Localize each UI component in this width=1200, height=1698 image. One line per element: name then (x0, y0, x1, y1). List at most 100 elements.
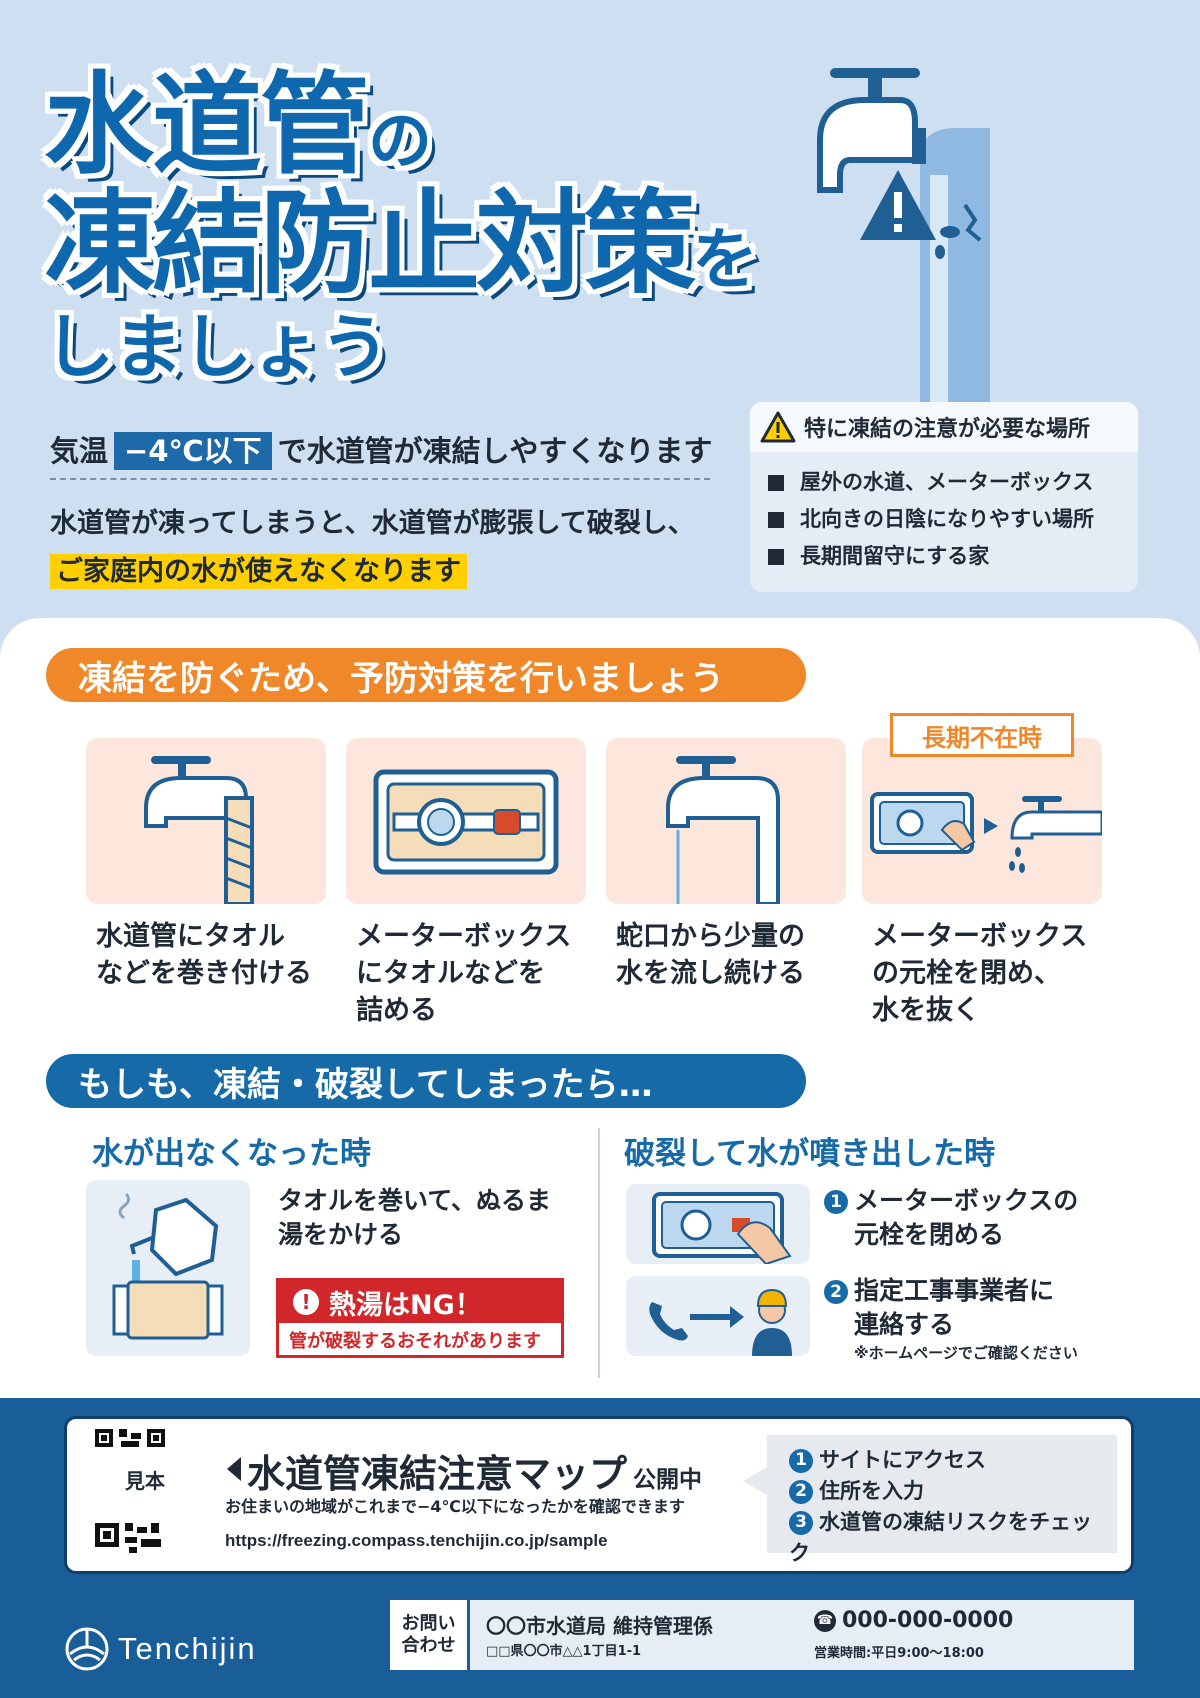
list-item: 屋外の水道、メーターボックス (768, 464, 1120, 501)
map-url-link[interactable]: https://freezing.compass.tenchijin.co.jp… (225, 1531, 608, 1550)
homepage-note: ※ホームページでご確認ください (854, 1344, 1078, 1362)
burst-title: 破裂して水が噴き出した時 (624, 1136, 996, 1172)
phone-icon: ☎ (814, 1609, 836, 1632)
faucet-burst-icon (817, 68, 990, 410)
caution-title: 特に凍結の注意が必要な場所 (804, 417, 1091, 442)
tip-caption: メーターボックス にタオルなどを 詰める (346, 918, 586, 1029)
list-item: 長期間留守にする家 (768, 538, 1120, 575)
bullet-icon (768, 548, 784, 565)
arrow-left-icon (227, 1457, 241, 1481)
brand-logo: Tenchijin (64, 1626, 257, 1672)
tip-caption: 水道管にタオル などを巻き付ける (86, 918, 326, 992)
tip-card: 水道管にタオル などを巻き付ける (86, 738, 326, 992)
alert-icon: ! (293, 1289, 319, 1315)
temp-suffix: で水道管が凍結しやすくなります (277, 434, 713, 468)
temp-value-highlight: −4℃以下 (114, 432, 272, 470)
risk-line: 水道管が凍ってしまうと、水道管が膨張して破裂し、 (50, 508, 695, 539)
bubble-pointer (743, 1467, 767, 1495)
page-title: 水道管の 凍結防止対策を しましょう (44, 70, 758, 388)
tip-line: 水を抜く (872, 995, 980, 1026)
towel-pipe-icon (144, 756, 254, 906)
tip-line: メーターボックス (872, 921, 1088, 952)
step-number-icon: 2 (824, 1280, 848, 1304)
dashed-divider (50, 478, 710, 480)
step-line: 元栓を閉める (854, 1220, 1005, 1249)
tip-line: 詰める (356, 995, 437, 1026)
qr-code-icon (95, 1429, 165, 1447)
map-title: 水道管凍結注意マップ公開中 (227, 1443, 702, 1498)
meter-box-icon (373, 769, 559, 875)
step-number-icon: 1 (824, 1190, 848, 1214)
tip-line: にタオルなどを (356, 958, 545, 989)
tip-image (86, 738, 326, 906)
map-step-label: 水道管の凍結リスクをチェック (789, 1510, 1092, 1565)
map-title-text: 水道管凍結注意マップ (247, 1452, 628, 1496)
title-part: の (368, 105, 432, 179)
footer-section: 見本 水道管凍結注意マップ公開中 お住まいの地域がこれまで−4℃以下になったかを… (0, 1398, 1200, 1698)
tip-line: メーターボックス (356, 921, 572, 952)
step-line: メーターボックスの (854, 1186, 1079, 1215)
tip-line: 水道管にタオル (96, 921, 285, 952)
tip-image (346, 738, 586, 904)
map-step-label: 住所を入力 (819, 1479, 924, 1503)
title-part: を (692, 221, 758, 298)
risk-explanation: 水道管が凍ってしまうと、水道管が膨張して破裂し、 ご家庭内の水が使えなくなります (50, 500, 695, 596)
contact-label: お問い 合わせ (390, 1600, 470, 1670)
qr-code-icon (95, 1523, 161, 1553)
tenchijin-logo (65, 1627, 109, 1671)
vertical-divider (598, 1128, 600, 1378)
meter-hand-image (626, 1184, 810, 1266)
no-water-instruction: タオルを巻いて、ぬるま 湯をかける (278, 1184, 551, 1252)
title-part: しましょう (44, 306, 390, 388)
kettle-pipe-icon (112, 1192, 224, 1340)
title-part: 水道管 (44, 61, 370, 189)
phone-worker-image (626, 1276, 810, 1356)
tip-card: メーターボックス の元栓を閉め、 水を抜く (862, 738, 1104, 1029)
meter-to-faucet-icon (870, 792, 1104, 873)
tip-caption: メーターボックス の元栓を閉め、 水を抜く (862, 918, 1102, 1029)
step-number-icon: 2 (789, 1479, 813, 1504)
measures-card: 凍結を防ぐため、予防対策を行いましょう 長期不在時 水道管にタオル などを巻き付… (0, 618, 1200, 1398)
bullet-icon (768, 474, 784, 491)
tip-line: 水を流し続ける (616, 958, 805, 989)
map-title-suffix: 公開中 (633, 1467, 703, 1493)
ng-note: 管が破裂するおそれがあります (289, 1331, 541, 1352)
phone-number[interactable]: ☎ 000-000-0000 (814, 1608, 1013, 1633)
caution-list: 屋外の水道、メーターボックス 北向きの日陰になりやすい場所 長期間留守にする家 (750, 452, 1138, 587)
caution-header: 特に凍結の注意が必要な場所 (750, 402, 1138, 452)
bullet-icon (768, 511, 784, 528)
tip-caption: 蛇口から少量の 水を流し続ける (606, 918, 846, 992)
map-step-label: サイトにアクセス (819, 1448, 986, 1472)
step-line: 指定工事事業者に (854, 1276, 1055, 1305)
temp-prefix: 気温 (50, 434, 109, 468)
list-item: 北向きの日陰になりやすい場所 (768, 501, 1120, 538)
title-part: 凍結防止対策 (44, 179, 696, 309)
phone-worker-icon (649, 1288, 792, 1356)
hero-section: 水道管の 凍結防止対策を しましょう 気温−4℃以下で水道管が凍結しやすくなりま… (0, 0, 1200, 640)
ng-warning-box: ! 熱湯はNG！ 管が破裂するおそれがあります (276, 1278, 564, 1358)
business-hours: 営業時間:平日9:00〜18:00 (814, 1646, 984, 1661)
risk-highlight: ご家庭内の水が使えなくなります (50, 554, 467, 589)
ng-title: 熱湯はNG！ (329, 1289, 482, 1321)
no-water-title: 水が出なくなった時 (92, 1136, 371, 1172)
caution-box: 特に凍結の注意が必要な場所 屋外の水道、メーターボックス 北向きの日陰になりやす… (750, 402, 1138, 592)
brand-name: Tenchijin (118, 1631, 257, 1666)
tip-card: 蛇口から少量の 水を流し続ける (606, 738, 846, 992)
map-promo-card: 見本 水道管凍結注意マップ公開中 お住まいの地域がこれまで−4℃以下になったかを… (64, 1416, 1134, 1574)
caution-item: 北向きの日陰になりやすい場所 (800, 507, 1094, 531)
contact-label-line: お問い (401, 1613, 456, 1634)
prevention-heading: 凍結を防ぐため、予防対策を行いましょう (46, 648, 806, 702)
caution-item: 長期間留守にする家 (800, 544, 990, 568)
caution-item: 屋外の水道、メーターボックス (800, 470, 1094, 494)
ng-header: ! 熱湯はNG！ (279, 1281, 561, 1323)
dripping-faucet-icon (666, 756, 780, 906)
tip-line: などを巻き付ける (96, 958, 312, 989)
temperature-warning: 気温−4℃以下で水道管が凍結しやすくなります (50, 428, 712, 470)
map-subtitle: お住まいの地域がこれまで−4℃以下になったかを確認できます (225, 1497, 685, 1516)
tip-image (862, 738, 1104, 904)
meter-hand-icon (652, 1192, 792, 1266)
